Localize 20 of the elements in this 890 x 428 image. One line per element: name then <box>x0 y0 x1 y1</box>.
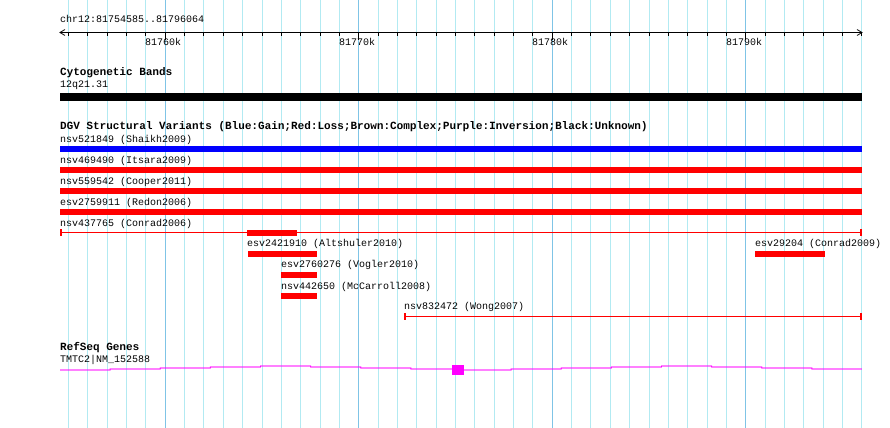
variant-label: esv2760276 (Vogler2010) <box>281 260 420 271</box>
track-heading: DGV Structural Variants (Blue:Gain;Red:Loss;Brown:Complex;Purple:Inversion;Black:Unknown) <box>60 122 648 133</box>
variant-label: esv29204 (Conrad2009) <box>755 239 882 250</box>
band-label: 12q21.31 <box>60 80 108 91</box>
tick-label: 81760k <box>145 38 181 49</box>
variant-label: nsv521849 (Shaikh2009) <box>60 135 192 146</box>
variant-label: esv2759911 (Redon2006) <box>60 198 192 209</box>
track-heading: RefSeq Genes <box>60 343 140 354</box>
gene-label: TMTC2|NM_152588 <box>60 355 150 366</box>
tick-label: 81790k <box>726 38 762 49</box>
variant-label: nsv469490 (Itsara2009) <box>60 156 192 167</box>
track-heading: Cytogenetic Bands <box>60 68 172 79</box>
variant-label: nsv832472 (Wong2007) <box>404 302 524 313</box>
variant-label: esv2421910 (Altshuler2010) <box>247 239 404 250</box>
variant-label: nsv442650 (McCarroll2008) <box>281 282 432 293</box>
variant-label: nsv437765 (Conrad2006) <box>60 219 192 230</box>
variant-label: nsv559542 (Cooper2011) <box>60 177 192 188</box>
coordinate-range: chr12:81754585..81796064 <box>60 15 204 26</box>
tick-label: 81770k <box>339 38 375 49</box>
tick-label: 81780k <box>532 38 568 49</box>
